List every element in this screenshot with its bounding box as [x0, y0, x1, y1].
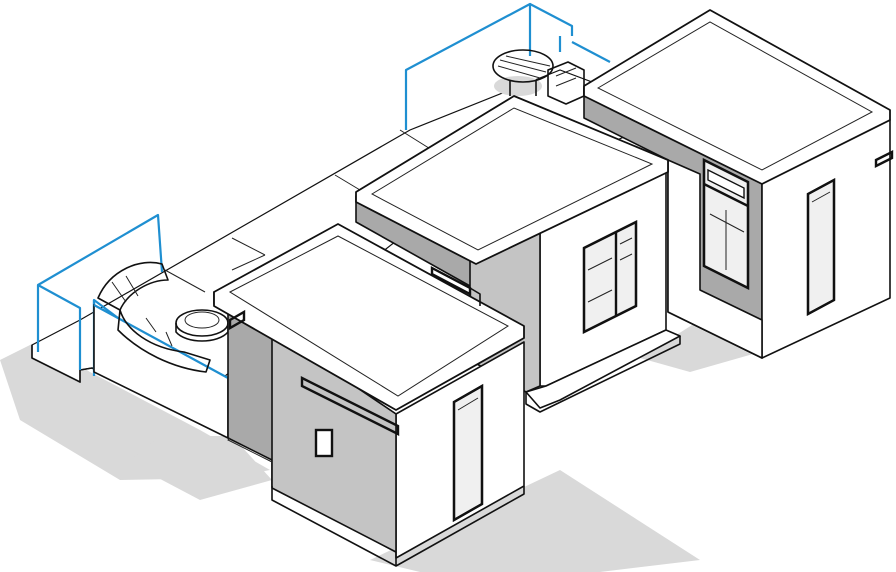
glass-railing-back: [404, 2, 611, 130]
deck-edge: [227, 287, 481, 463]
sectional-sofa-icon: [97, 261, 211, 373]
right-building: [583, 9, 894, 359]
connector-base: [525, 329, 681, 413]
front-building: [213, 223, 525, 567]
